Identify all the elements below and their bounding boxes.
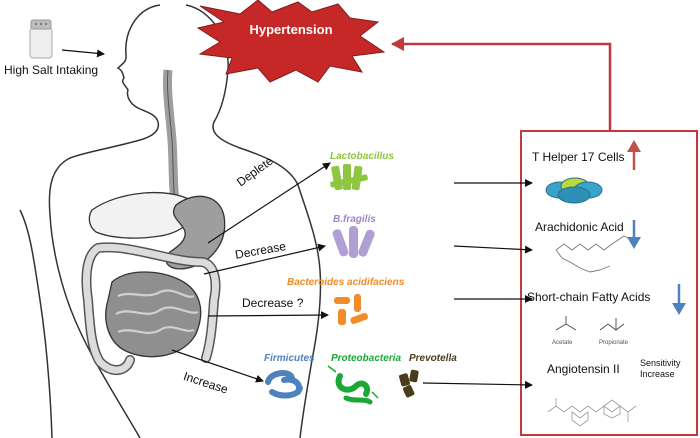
hypertension-label: Hypertension [249,22,333,37]
sensitivity-label: Sensitivity Increase [640,358,681,379]
to-angiotensin-arrow [422,380,533,389]
outcome-box [520,130,698,436]
salt-intake-label: High Salt Intaking [4,63,99,77]
decrease-q-arrow [207,311,329,320]
liver [88,192,194,239]
th17-label: T Helper 17 Cells [532,150,625,164]
increase-arrow [171,349,264,383]
firmicutes-label: Firmicutes [264,353,315,364]
decrease-arrow [203,243,326,275]
acetate-label: Acetate [552,340,573,346]
salt-to-mouth-arrow [61,49,105,58]
proteobacteria-label: Proteobacteria [331,353,402,364]
prevotella-icon [399,369,419,398]
propionate-label: Propionate [599,340,629,346]
proteobacteria-icon [327,365,379,405]
lactobacillus-icon [330,164,368,191]
decrease-question-label: Decrease ? [242,296,304,310]
bacteroides-icon [334,294,368,325]
propionate-structure [599,318,625,331]
deplete-arrow [207,162,331,244]
scfa-label: Short-chain Fatty Acids [527,290,651,304]
stomach [165,195,226,270]
arachidonic-acid-structure [555,235,629,273]
prevotella-label: Prevotella [409,353,457,364]
th17-cells-icon [545,177,603,204]
feedback-arrow [391,37,612,132]
firmicutes-icon [265,370,303,399]
bacteroides-label: Bacteroides acidifaciens [287,277,405,288]
angiotensin-label: Angiotensin II [547,362,620,376]
decrease-down-arrow-icon [627,220,641,249]
small-intestine [105,271,202,358]
acetate-structure [555,316,577,331]
decrease-down-arrow-icon [672,284,686,315]
arachidonic-label: Arachidonic Acid [535,220,624,234]
angiotensin-structure [547,398,637,427]
bfragilis-icon [332,226,375,258]
hypertension-star [196,0,386,83]
to-arachidonic-arrow [453,245,533,254]
increase-up-arrow-icon [627,140,641,170]
lactobacillus-label: Lactobacillus [330,151,394,162]
salt-shaker-icon [29,19,53,59]
bfragilis-label: B.fragilis [333,214,376,225]
